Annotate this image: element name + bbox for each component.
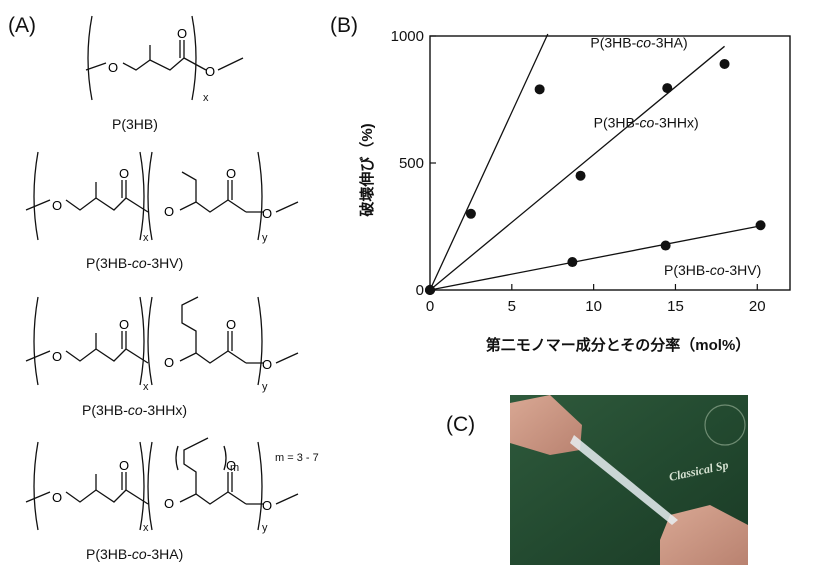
svg-text:O: O bbox=[119, 317, 129, 332]
chart-series-labels: P(3HB-co-3HA) P(3HB-co-3HHx) P(3HB-co-3HV) bbox=[590, 34, 761, 277]
svg-text:O: O bbox=[226, 458, 236, 473]
structure-p3hb-co-3hhx: O O O O O x y P(3HB-co-3HHx) bbox=[0, 285, 330, 430]
svg-text:O: O bbox=[164, 204, 174, 219]
p3hb-skeleton: O O O bbox=[85, 15, 244, 101]
data-point bbox=[575, 170, 586, 181]
p3hv-skeleton: O O O O O bbox=[25, 151, 299, 241]
chart-axes: 0 5 10 15 20 0 500 1000 bbox=[391, 28, 791, 315]
x-tick-label: 15 bbox=[667, 298, 684, 315]
chart-y-axis-label: 破壊伸び（%) bbox=[358, 123, 376, 216]
p3ha-skeleton: O O O O O bbox=[25, 437, 299, 531]
svg-text:O: O bbox=[205, 64, 215, 79]
series-label-1: P(3HB-co-3HHx) bbox=[594, 114, 699, 130]
svg-text:O: O bbox=[226, 166, 236, 181]
svg-text:O: O bbox=[119, 166, 129, 181]
structure-p3hb: O O O P(3HB) x bbox=[0, 0, 330, 140]
panel-b-label: (B) bbox=[330, 14, 358, 37]
svg-text:O: O bbox=[226, 317, 236, 332]
p3hv-subscript-y: y bbox=[262, 232, 268, 244]
chart-x-axis-label: 第二モノマー成分とその分率（mol%） bbox=[486, 336, 751, 354]
data-point bbox=[662, 83, 673, 94]
fit-line-1 bbox=[429, 45, 725, 291]
svg-text:O: O bbox=[52, 349, 62, 364]
p3hv-caption: P(3HB-co-3HV) bbox=[86, 255, 184, 271]
fit-line-2 bbox=[429, 225, 761, 291]
y-tick-label: 500 bbox=[399, 155, 424, 172]
svg-text:O: O bbox=[164, 355, 174, 370]
p3ha-caption: P(3HB-co-3HA) bbox=[86, 546, 184, 562]
p3ha-subscript-y: y bbox=[262, 522, 268, 534]
p3ha-subscript-x: x bbox=[143, 522, 149, 534]
svg-text:O: O bbox=[52, 198, 62, 213]
svg-text:O: O bbox=[177, 26, 187, 41]
plot-frame bbox=[429, 35, 791, 291]
chart-fit-lines bbox=[429, 33, 761, 291]
svg-text:O: O bbox=[119, 458, 129, 473]
x-tick-label: 10 bbox=[585, 298, 602, 315]
p3hhx-caption: P(3HB-co-3HHx) bbox=[82, 402, 188, 418]
y-tick-label: 0 bbox=[416, 282, 424, 299]
x-tick-label: 20 bbox=[749, 298, 766, 315]
x-tick-label: 5 bbox=[508, 298, 516, 315]
structure-p3hb-co-3hv: O O O O O x y P(3HB-co-3HV) bbox=[0, 140, 330, 285]
data-point bbox=[755, 220, 766, 231]
data-point bbox=[534, 84, 545, 95]
data-point bbox=[465, 208, 476, 219]
data-point bbox=[567, 257, 578, 268]
chart-points bbox=[425, 58, 766, 295]
svg-text:O: O bbox=[262, 357, 272, 372]
svg-text:O: O bbox=[164, 496, 174, 511]
structure-p3hb-co-3ha: O O O O O m m = 3 - 7 x y P(3HB-co-3HA) bbox=[0, 430, 330, 577]
series-label-2: P(3HB-co-3HV) bbox=[664, 262, 761, 278]
panel-a-label: (A) bbox=[8, 14, 36, 37]
fit-line-0 bbox=[429, 33, 549, 291]
data-point bbox=[719, 58, 730, 69]
p3ha-m-range-note: m = 3 - 7 bbox=[275, 452, 319, 464]
svg-text:O: O bbox=[108, 60, 118, 75]
p3ha-subscript-m: m bbox=[230, 462, 240, 474]
y-tick-label: 1000 bbox=[391, 28, 424, 45]
p3hhx-skeleton: O O O O O bbox=[25, 296, 299, 386]
svg-text:O: O bbox=[52, 490, 62, 505]
panel-c-label: (C) bbox=[446, 413, 476, 436]
svg-text:O: O bbox=[262, 498, 272, 513]
p3hhx-subscript-x: x bbox=[143, 381, 149, 393]
series-label-0: P(3HB-co-3HA) bbox=[590, 34, 687, 50]
svg-text:O: O bbox=[262, 206, 272, 221]
p3hv-subscript-x: x bbox=[143, 232, 149, 244]
data-point bbox=[425, 285, 435, 295]
x-tick-label: 0 bbox=[426, 298, 434, 315]
p3hb-caption: P(3HB) bbox=[112, 116, 158, 132]
photo-illustration: Classical Sp bbox=[510, 395, 748, 565]
p3hb-subscript-x: x bbox=[203, 92, 209, 104]
data-point bbox=[660, 240, 671, 251]
stretched-film-photo: Classical Sp bbox=[510, 395, 748, 565]
p3hhx-subscript-y: y bbox=[262, 381, 268, 393]
